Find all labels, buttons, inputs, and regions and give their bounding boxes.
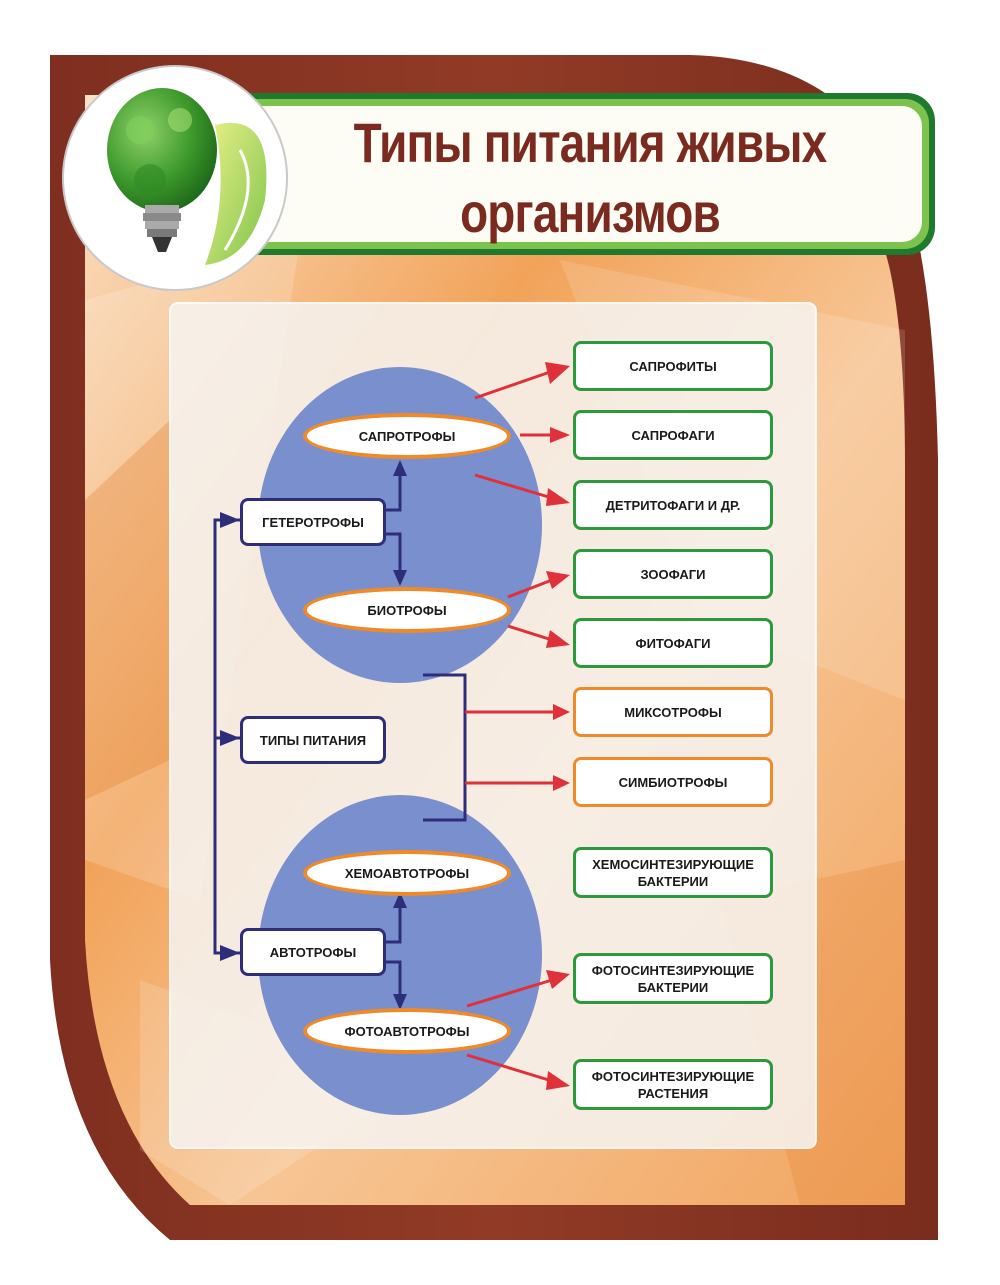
- title-line-2: организмов: [460, 181, 721, 244]
- node-chemoautotrophs: ХЕМОАВТОТРОФЫ: [303, 850, 511, 896]
- target-photosynthetic-bacteria: ФОТОСИНТЕЗИРУЮЩИЕ БАКТЕРИИ: [573, 953, 773, 1004]
- node-nutrition-types: ТИПЫ ПИТАНИЯ: [240, 716, 386, 764]
- node-heterotrophs: ГЕТЕРОТРОФЫ: [240, 498, 386, 546]
- title-banner: [200, 93, 935, 255]
- target-symbiotrophs: СИМБИОТРОФЫ: [573, 757, 773, 807]
- target-mixotrophs: МИКСОТРОФЫ: [573, 687, 773, 737]
- node-photoautotrophs: ФОТОАВТОТРОФЫ: [303, 1008, 511, 1054]
- target-chemosynthetic-bacteria: ХЕМОСИНТЕЗИРУЮЩИЕ БАКТЕРИИ: [573, 847, 773, 898]
- target-saprophages: САПРОФАГИ: [573, 410, 773, 460]
- target-detritophages: ДЕТРИТОФАГИ И ДР.: [573, 480, 773, 530]
- node-biotrophs: БИОТРОФЫ: [303, 587, 511, 633]
- target-saprophytes: САПРОФИТЫ: [573, 341, 773, 391]
- title-line-1: Типы питания живых: [353, 111, 828, 174]
- node-saprotrophs: САПРОТРОФЫ: [303, 413, 511, 459]
- connector-arrowheads: [220, 460, 407, 1010]
- red-arrows: [466, 362, 570, 1090]
- target-zoophages: ЗООФАГИ: [573, 549, 773, 599]
- target-phytophages: ФИТОФАГИ: [573, 618, 773, 668]
- target-photosynthetic-plants: ФОТОСИНТЕЗИРУЮЩИЕ РАСТЕНИЯ: [573, 1059, 773, 1110]
- node-autotrophs: АВТОТРОФЫ: [240, 928, 386, 976]
- green-tree-lightbulb-icon: [62, 65, 288, 291]
